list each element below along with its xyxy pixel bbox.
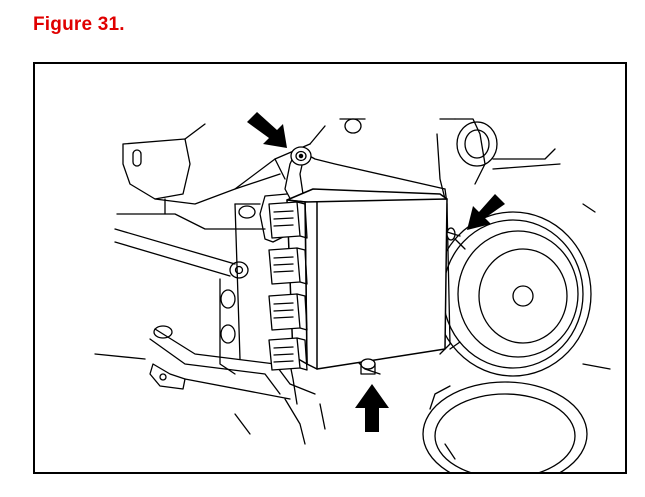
connector-2 — [268, 247, 308, 285]
pointer-arrows — [247, 112, 505, 432]
pulley-assembly — [422, 118, 611, 472]
arrow-top-left — [247, 112, 287, 148]
mounting-bolts — [290, 146, 461, 375]
bolt-right — [446, 227, 461, 241]
connector-4 — [268, 337, 308, 371]
arrow-bottom — [355, 384, 389, 432]
control-module — [286, 188, 448, 370]
connector-3 — [268, 293, 308, 331]
connector-1 — [268, 201, 308, 239]
bolt-top-left — [290, 146, 312, 166]
bolt-bottom — [360, 358, 376, 375]
illustration-frame — [33, 62, 627, 474]
figure-caption: Figure 31. — [33, 14, 125, 35]
module-connectors — [268, 201, 308, 371]
arrow-right — [467, 194, 505, 230]
engine-illustration — [94, 112, 611, 472]
